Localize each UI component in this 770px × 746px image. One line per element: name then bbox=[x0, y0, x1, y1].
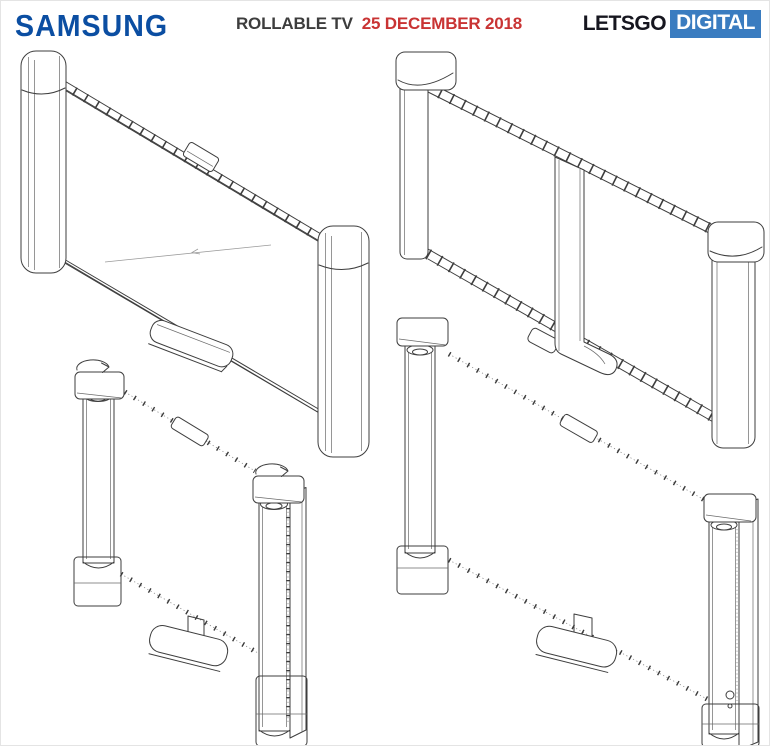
right-roller-bracket bbox=[252, 475, 305, 504]
left-roller-bracket bbox=[74, 371, 125, 400]
left-roller-base bbox=[73, 556, 122, 607]
figure-rolled-rear bbox=[396, 317, 760, 745]
rolled-rear-top-dotted-edge bbox=[447, 351, 710, 505]
rear-right-roller-bracket bbox=[703, 493, 757, 523]
top-edge-clip bbox=[182, 142, 220, 172]
rolled-top-clip bbox=[170, 416, 209, 447]
rear-right-roller-casing bbox=[738, 498, 759, 745]
right-roller-base bbox=[255, 675, 308, 745]
rear-right-post bbox=[707, 221, 765, 449]
reflection-arrow-icon bbox=[190, 248, 201, 255]
rear-left-roller-bracket bbox=[396, 317, 449, 347]
left-post bbox=[20, 50, 67, 274]
rotation-arrow-icon bbox=[255, 463, 289, 477]
rear-right-roller bbox=[701, 493, 760, 745]
date-label: 25 DECEMBER 2018 bbox=[361, 14, 523, 33]
left-roller bbox=[73, 359, 125, 607]
header-title-group: ROLLABLE TV 25 DECEMBER 2018 bbox=[236, 14, 522, 34]
right-roller bbox=[252, 463, 308, 745]
digital-badge: DIGITAL bbox=[670, 10, 761, 38]
right-post bbox=[317, 225, 370, 458]
patent-drawings bbox=[1, 47, 769, 745]
rolled-rear-top-clip bbox=[559, 413, 598, 443]
rear-top-segmented-edge bbox=[425, 82, 718, 236]
rear-left-post bbox=[395, 51, 457, 260]
letsgo-wordmark: LETSGO bbox=[582, 12, 667, 35]
samsung-logo: SAMSUNG bbox=[15, 9, 169, 43]
soundbar-stand bbox=[148, 319, 234, 373]
page-title: ROLLABLE TV bbox=[235, 14, 353, 33]
figure-extended-front bbox=[20, 50, 370, 458]
rotation-arrow-icon bbox=[76, 359, 110, 373]
right-roller-casing bbox=[289, 487, 307, 739]
page-header: SAMSUNG ROLLABLE TV 25 DECEMBER 2018 LETS… bbox=[1, 1, 769, 49]
screen-reflection-line bbox=[104, 244, 272, 263]
rolled-rear-bottom-dotted-edge bbox=[447, 557, 709, 702]
rolled-rear-stand bbox=[535, 613, 618, 673]
rear-right-roller-base bbox=[701, 703, 760, 745]
figure-extended-rear bbox=[395, 51, 765, 449]
figure-rolled-front bbox=[73, 359, 308, 745]
rolled-stand bbox=[148, 615, 229, 672]
rear-left-roller-base bbox=[396, 545, 449, 595]
center-spine bbox=[554, 156, 618, 376]
rear-left-roller bbox=[396, 317, 449, 595]
tv-screen bbox=[62, 87, 322, 415]
patent-drawings-canvas bbox=[20, 50, 765, 745]
letsgodigital-logo: LETSGO DIGITAL bbox=[583, 10, 761, 38]
